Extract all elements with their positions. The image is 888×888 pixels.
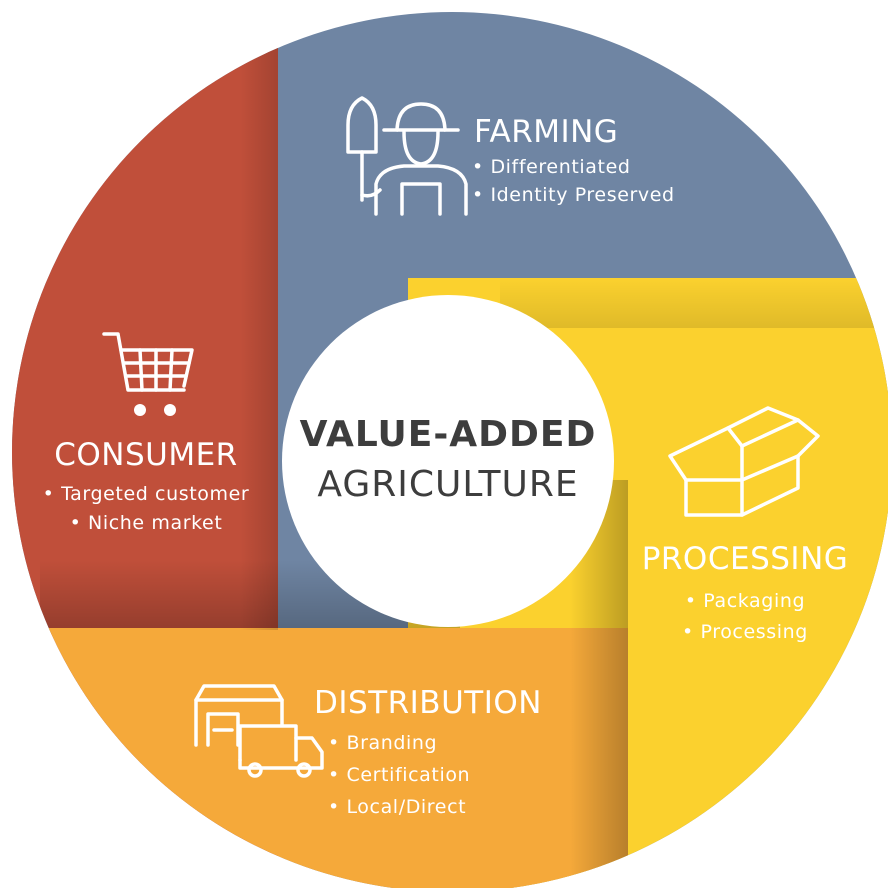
- consumer-title: CONSUMER: [54, 437, 237, 473]
- farming-bullet-2: • Identity Preserved: [472, 184, 675, 206]
- farmer-icon: [346, 96, 468, 216]
- center-circle: [282, 295, 614, 627]
- distribution-bullet-1: • Branding: [328, 732, 437, 754]
- farming-title: FARMING: [474, 114, 618, 150]
- distribution-bullet-3: • Local/Direct: [328, 796, 466, 818]
- processing-title: PROCESSING: [642, 541, 849, 577]
- distribution-segment: [12, 628, 628, 888]
- consumer-bullet-1: • Targeted customer: [43, 483, 250, 505]
- center-title-line1: VALUE-ADDED: [300, 414, 597, 455]
- consumer-bullet-2: • Niche market: [70, 512, 223, 534]
- farming-bullet-1: • Differentiated: [472, 156, 631, 178]
- warehouse-truck-icon: [194, 684, 324, 778]
- distribution-bullet-2: • Certification: [328, 764, 470, 786]
- processing-bullet-2: • Processing: [682, 621, 808, 643]
- center-title-line2: AGRICULTURE: [317, 464, 578, 505]
- distribution-title: DISTRIBUTION: [314, 685, 542, 721]
- shopping-cart-icon: [102, 332, 194, 416]
- processing-bullet-1: • Packaging: [685, 590, 805, 612]
- box-icon: [668, 406, 820, 517]
